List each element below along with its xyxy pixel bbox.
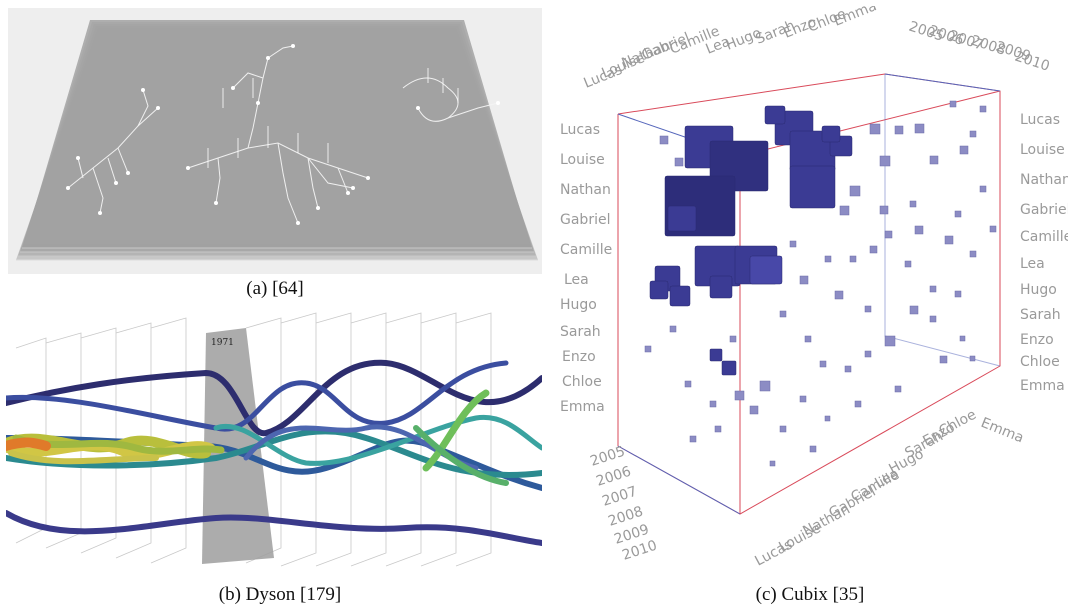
caption-a: (a) [64] (246, 278, 304, 299)
caption-b: (b) Dyson [179] (218, 584, 342, 605)
cubix-left-labels: Lucas Louise Nathan Gabriel Camille Lea … (560, 122, 612, 415)
cubix-bottom-name-labels: Lucas Louise Nathan Gabriel Camille Lea … (752, 407, 1026, 570)
panel-c-cubix: Lucas Louise Nathan Gabriel Camille Lea … (550, 6, 1068, 582)
right-label: Emma (1020, 378, 1065, 394)
right-label: Hugo (1020, 282, 1057, 298)
panel-b-dyson: 1971 (6, 308, 542, 582)
right-label: Sarah (1020, 307, 1061, 323)
left-label: Gabriel (560, 212, 610, 228)
cubix-bottom-year-labels: 2005 2006 2007 2008 2009 2010 (588, 444, 659, 564)
left-label: Enzo (562, 349, 596, 365)
right-label: Nathan (1020, 172, 1068, 188)
left-label: Nathan (560, 182, 611, 198)
time-slice-plane (202, 328, 274, 564)
cubix-top-year-labels: 2005 2006 2007 2008 2009 2010 (907, 19, 1052, 75)
left-label: Hugo (560, 297, 597, 313)
panel-a-stacked-layers (8, 8, 542, 274)
left-label: Lea (564, 272, 589, 288)
left-label: Emma (560, 399, 605, 415)
bottom-name-label: Emma (979, 415, 1026, 447)
panel-b-image: 1971 (6, 312, 542, 567)
panel-a-image (8, 8, 542, 274)
top-year-label: 2010 (1013, 49, 1052, 75)
left-label: Lucas (560, 122, 600, 138)
left-label: Sarah (560, 324, 601, 340)
panel-c-image: Lucas Louise Nathan Gabriel Camille Lea … (560, 6, 1068, 570)
right-label: Camille (1020, 229, 1068, 245)
left-label: Chloe (562, 374, 602, 390)
caption-c: (c) Cubix [35] (755, 584, 865, 605)
cubix-top-name-labels: Lucas Louise Nathan Gabriel Camille Lea … (582, 6, 879, 92)
matrix-cubes (644, 100, 997, 467)
time-slice-year: 1971 (211, 338, 234, 348)
cubix-right-labels: Lucas Louise Nathan Gabriel Camille Lea … (1020, 112, 1068, 394)
right-label: Louise (1020, 142, 1065, 158)
right-label: Lucas (1020, 112, 1060, 128)
right-label: Enzo (1020, 332, 1054, 348)
left-label: Camille (560, 242, 612, 258)
right-label: Gabriel (1020, 202, 1068, 218)
bottom-name-label: Chloe (936, 407, 979, 440)
right-label: Chloe (1020, 354, 1060, 370)
left-label: Louise (560, 152, 605, 168)
right-label: Lea (1020, 256, 1045, 272)
